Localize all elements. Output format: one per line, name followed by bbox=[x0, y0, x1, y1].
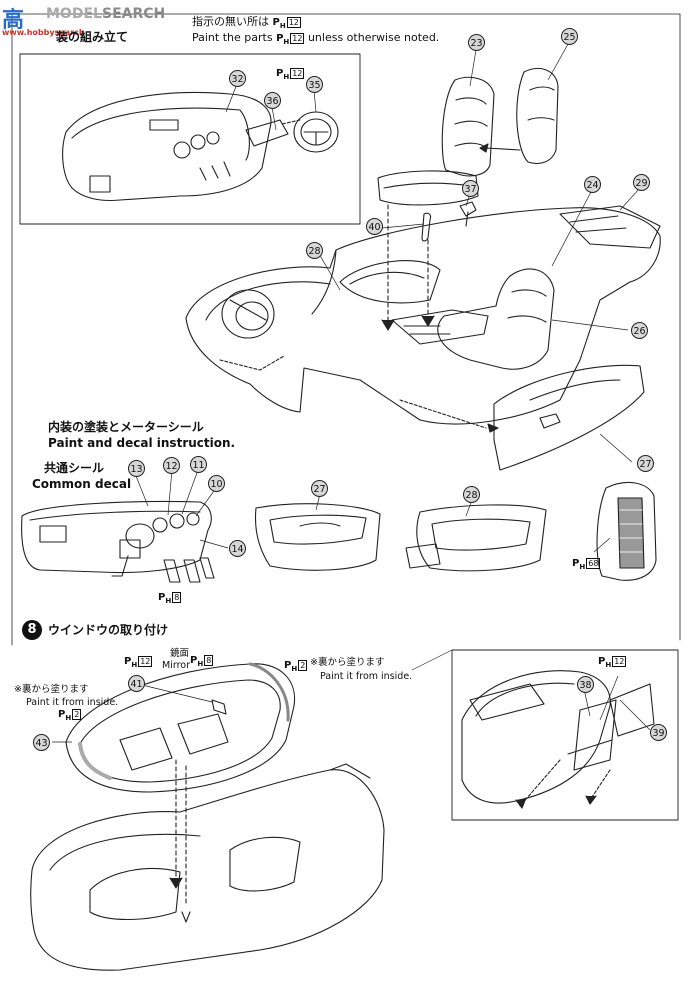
ph-prefix: P bbox=[598, 656, 606, 667]
common-decal-en: Common decal bbox=[32, 477, 132, 491]
common-decal-jp: 共通シール bbox=[44, 461, 105, 475]
ph-icon: PH bbox=[598, 656, 612, 669]
callout-29: 29 bbox=[633, 174, 650, 191]
ph-prefix: P bbox=[158, 592, 166, 603]
ph-sub: H bbox=[131, 661, 138, 669]
ph-number: 2 bbox=[298, 660, 308, 671]
callout-23: 23 bbox=[468, 34, 485, 51]
ph-sub: H bbox=[579, 563, 586, 571]
callout-11: 11 bbox=[190, 456, 207, 473]
callout-37: 37 bbox=[462, 180, 479, 197]
ph-sub: H bbox=[279, 22, 286, 30]
ph-icon: PH bbox=[276, 68, 290, 81]
top-note-en-b: unless otherwise noted. bbox=[307, 31, 440, 44]
paint-inside-1-en: Paint it from inside. bbox=[320, 671, 413, 682]
callout-27b: 27 bbox=[311, 480, 328, 497]
step8-number: 8 bbox=[22, 620, 42, 640]
ph-icon: PH bbox=[158, 592, 172, 605]
watermark-url: www.hobbysearch bbox=[2, 28, 85, 37]
ph-number: 12 bbox=[290, 68, 305, 79]
step8-title: ウインドウの取り付け bbox=[48, 623, 169, 637]
ph-icon: PH bbox=[284, 660, 298, 673]
paint-inside-1-jp: ※裏から塗ります bbox=[310, 657, 385, 668]
watermark-logo: 高 bbox=[2, 8, 25, 33]
step7-title: 装の組み立て bbox=[56, 30, 129, 44]
ph-number: 2 bbox=[72, 709, 82, 720]
top-note-jp-text: 指示の無い所は bbox=[192, 15, 269, 28]
ph-prefix: P bbox=[284, 660, 292, 671]
ph-prefix: P bbox=[272, 17, 280, 28]
callout-14: 14 bbox=[229, 540, 246, 557]
mirror-jp: 鏡面 bbox=[170, 648, 190, 659]
ph-number: 68 bbox=[586, 558, 601, 569]
ph-prefix: P bbox=[58, 709, 66, 720]
callout-41: 41 bbox=[128, 675, 145, 692]
interior-paint-jp: 内装の塗装とメーターシール bbox=[48, 420, 204, 434]
ph-number: 12 bbox=[286, 16, 301, 28]
ph-icon: PH bbox=[272, 17, 286, 30]
ph-sub: H bbox=[291, 665, 298, 673]
callout-10: 10 bbox=[208, 475, 225, 492]
ph-prefix: P bbox=[276, 68, 284, 79]
ph-sub: H bbox=[605, 661, 612, 669]
ph-sub: H bbox=[197, 660, 204, 668]
watermark-brand-a: MODEL bbox=[46, 6, 102, 22]
ph-icon: PH bbox=[124, 656, 138, 669]
callout-27: 27 bbox=[637, 455, 654, 472]
mirror-en: Mirror bbox=[162, 660, 190, 671]
callout-39: 39 bbox=[650, 724, 667, 741]
mirror-en-label: Mirror bbox=[162, 660, 190, 671]
callout-13: 13 bbox=[128, 460, 145, 477]
callout-36: 36 bbox=[264, 92, 281, 109]
callout-24: 24 bbox=[584, 176, 601, 193]
callout-43: 43 bbox=[33, 734, 50, 751]
ph-icon: PH bbox=[190, 655, 204, 668]
callout-28: 28 bbox=[306, 242, 323, 259]
ph-prefix: P bbox=[572, 558, 580, 569]
ph-icon: PH bbox=[572, 558, 586, 571]
callout-38: 38 bbox=[577, 676, 594, 693]
ph-number: 12 bbox=[138, 656, 153, 667]
callout-25: 25 bbox=[561, 28, 578, 45]
callout-32: 32 bbox=[229, 70, 246, 87]
ph-sub: H bbox=[65, 714, 72, 722]
ph-number: 8 bbox=[204, 655, 214, 666]
ph-number: 12 bbox=[290, 32, 305, 44]
watermark: 高 MODEL SEARCH www.hobbysearch bbox=[2, 2, 172, 38]
ph-number: 12 bbox=[612, 656, 627, 667]
callout-40: 40 bbox=[366, 218, 383, 235]
watermark-brand-b: SEARCH bbox=[102, 6, 166, 22]
callout-35: 35 bbox=[306, 76, 323, 93]
ph-sub: H bbox=[165, 597, 172, 605]
ph-prefix: P bbox=[124, 656, 132, 667]
ph-sub: H bbox=[283, 73, 290, 81]
paint-inside-2-en: Paint it from inside. bbox=[26, 697, 119, 708]
top-note-en-a: Paint the parts bbox=[192, 31, 273, 44]
callout-28b: 28 bbox=[463, 486, 480, 503]
ph-prefix: P bbox=[190, 655, 198, 666]
ph-sub: H bbox=[283, 38, 290, 46]
ph-prefix: P bbox=[276, 33, 284, 44]
ph-icon: PH bbox=[276, 33, 290, 46]
callout-12: 12 bbox=[163, 457, 180, 474]
paint-inside-2-jp: ※裏から塗ります bbox=[14, 684, 89, 695]
interior-paint-en: Paint and decal instruction. bbox=[48, 436, 236, 450]
callout-26: 26 bbox=[631, 322, 648, 339]
ph-icon: PH bbox=[58, 709, 72, 722]
ph-number: 8 bbox=[172, 592, 182, 603]
